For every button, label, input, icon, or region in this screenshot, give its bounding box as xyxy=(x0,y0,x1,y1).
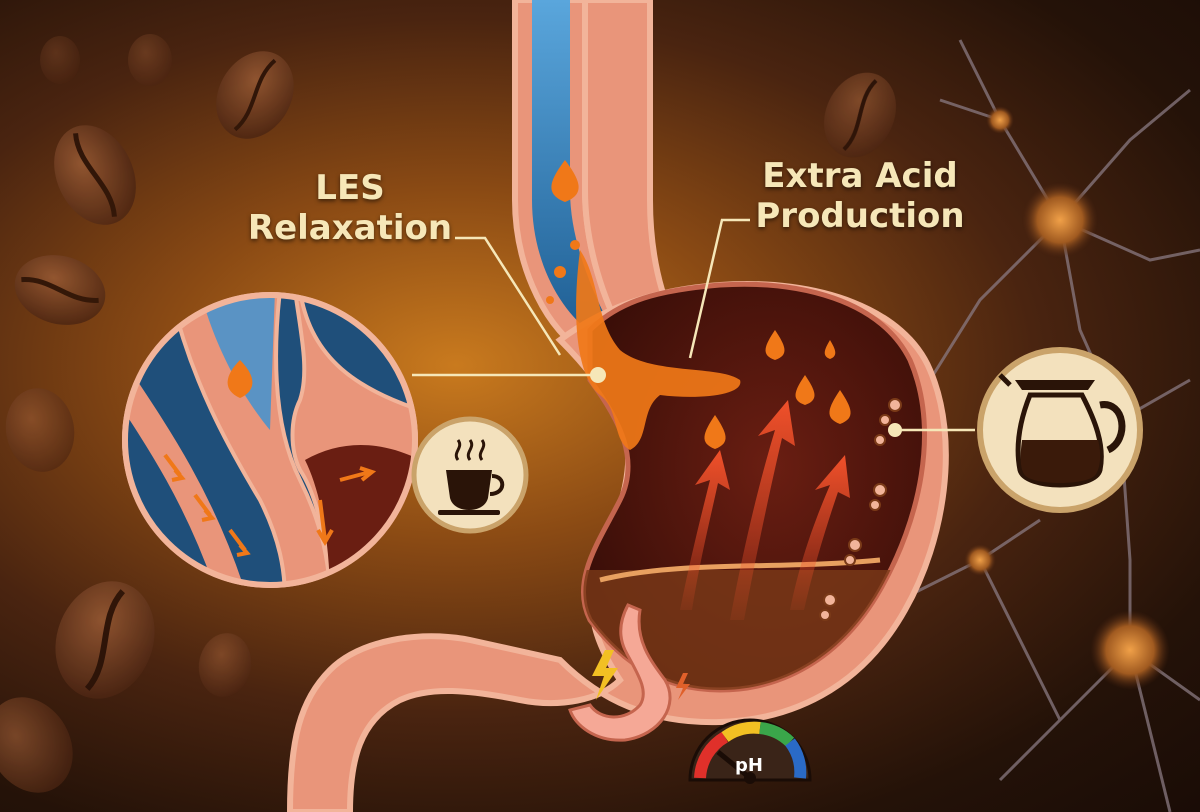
acid-label-line2: Production xyxy=(755,196,965,237)
esophagus xyxy=(512,0,686,354)
coffee-beans-background xyxy=(0,34,896,793)
les-zoom-inset xyxy=(122,292,418,588)
acid-rising-arrows xyxy=(680,400,850,620)
lightning-icon xyxy=(592,650,690,700)
neuron-nodes xyxy=(964,106,1170,690)
les-relaxation-label: LES Relaxation xyxy=(230,168,470,248)
gland-marker-dot xyxy=(888,423,902,437)
acid-droplets xyxy=(551,160,851,449)
les-marker-dot xyxy=(590,367,606,383)
extra-acid-production-label: Extra Acid Production xyxy=(730,156,990,236)
les-label-line2: Relaxation xyxy=(247,208,453,249)
ph-gauge-icon xyxy=(688,718,812,784)
coffee-pot-icon xyxy=(998,373,1126,488)
small-stomach-icon xyxy=(568,603,672,742)
ph-gauge-label: pH xyxy=(735,755,763,776)
coffee-cup-icon xyxy=(438,439,505,515)
leader-lines xyxy=(412,218,975,432)
gastric-glands xyxy=(819,398,902,621)
les-label-line1: LES xyxy=(315,168,385,208)
acid-label-line1: Extra Acid xyxy=(762,156,958,196)
